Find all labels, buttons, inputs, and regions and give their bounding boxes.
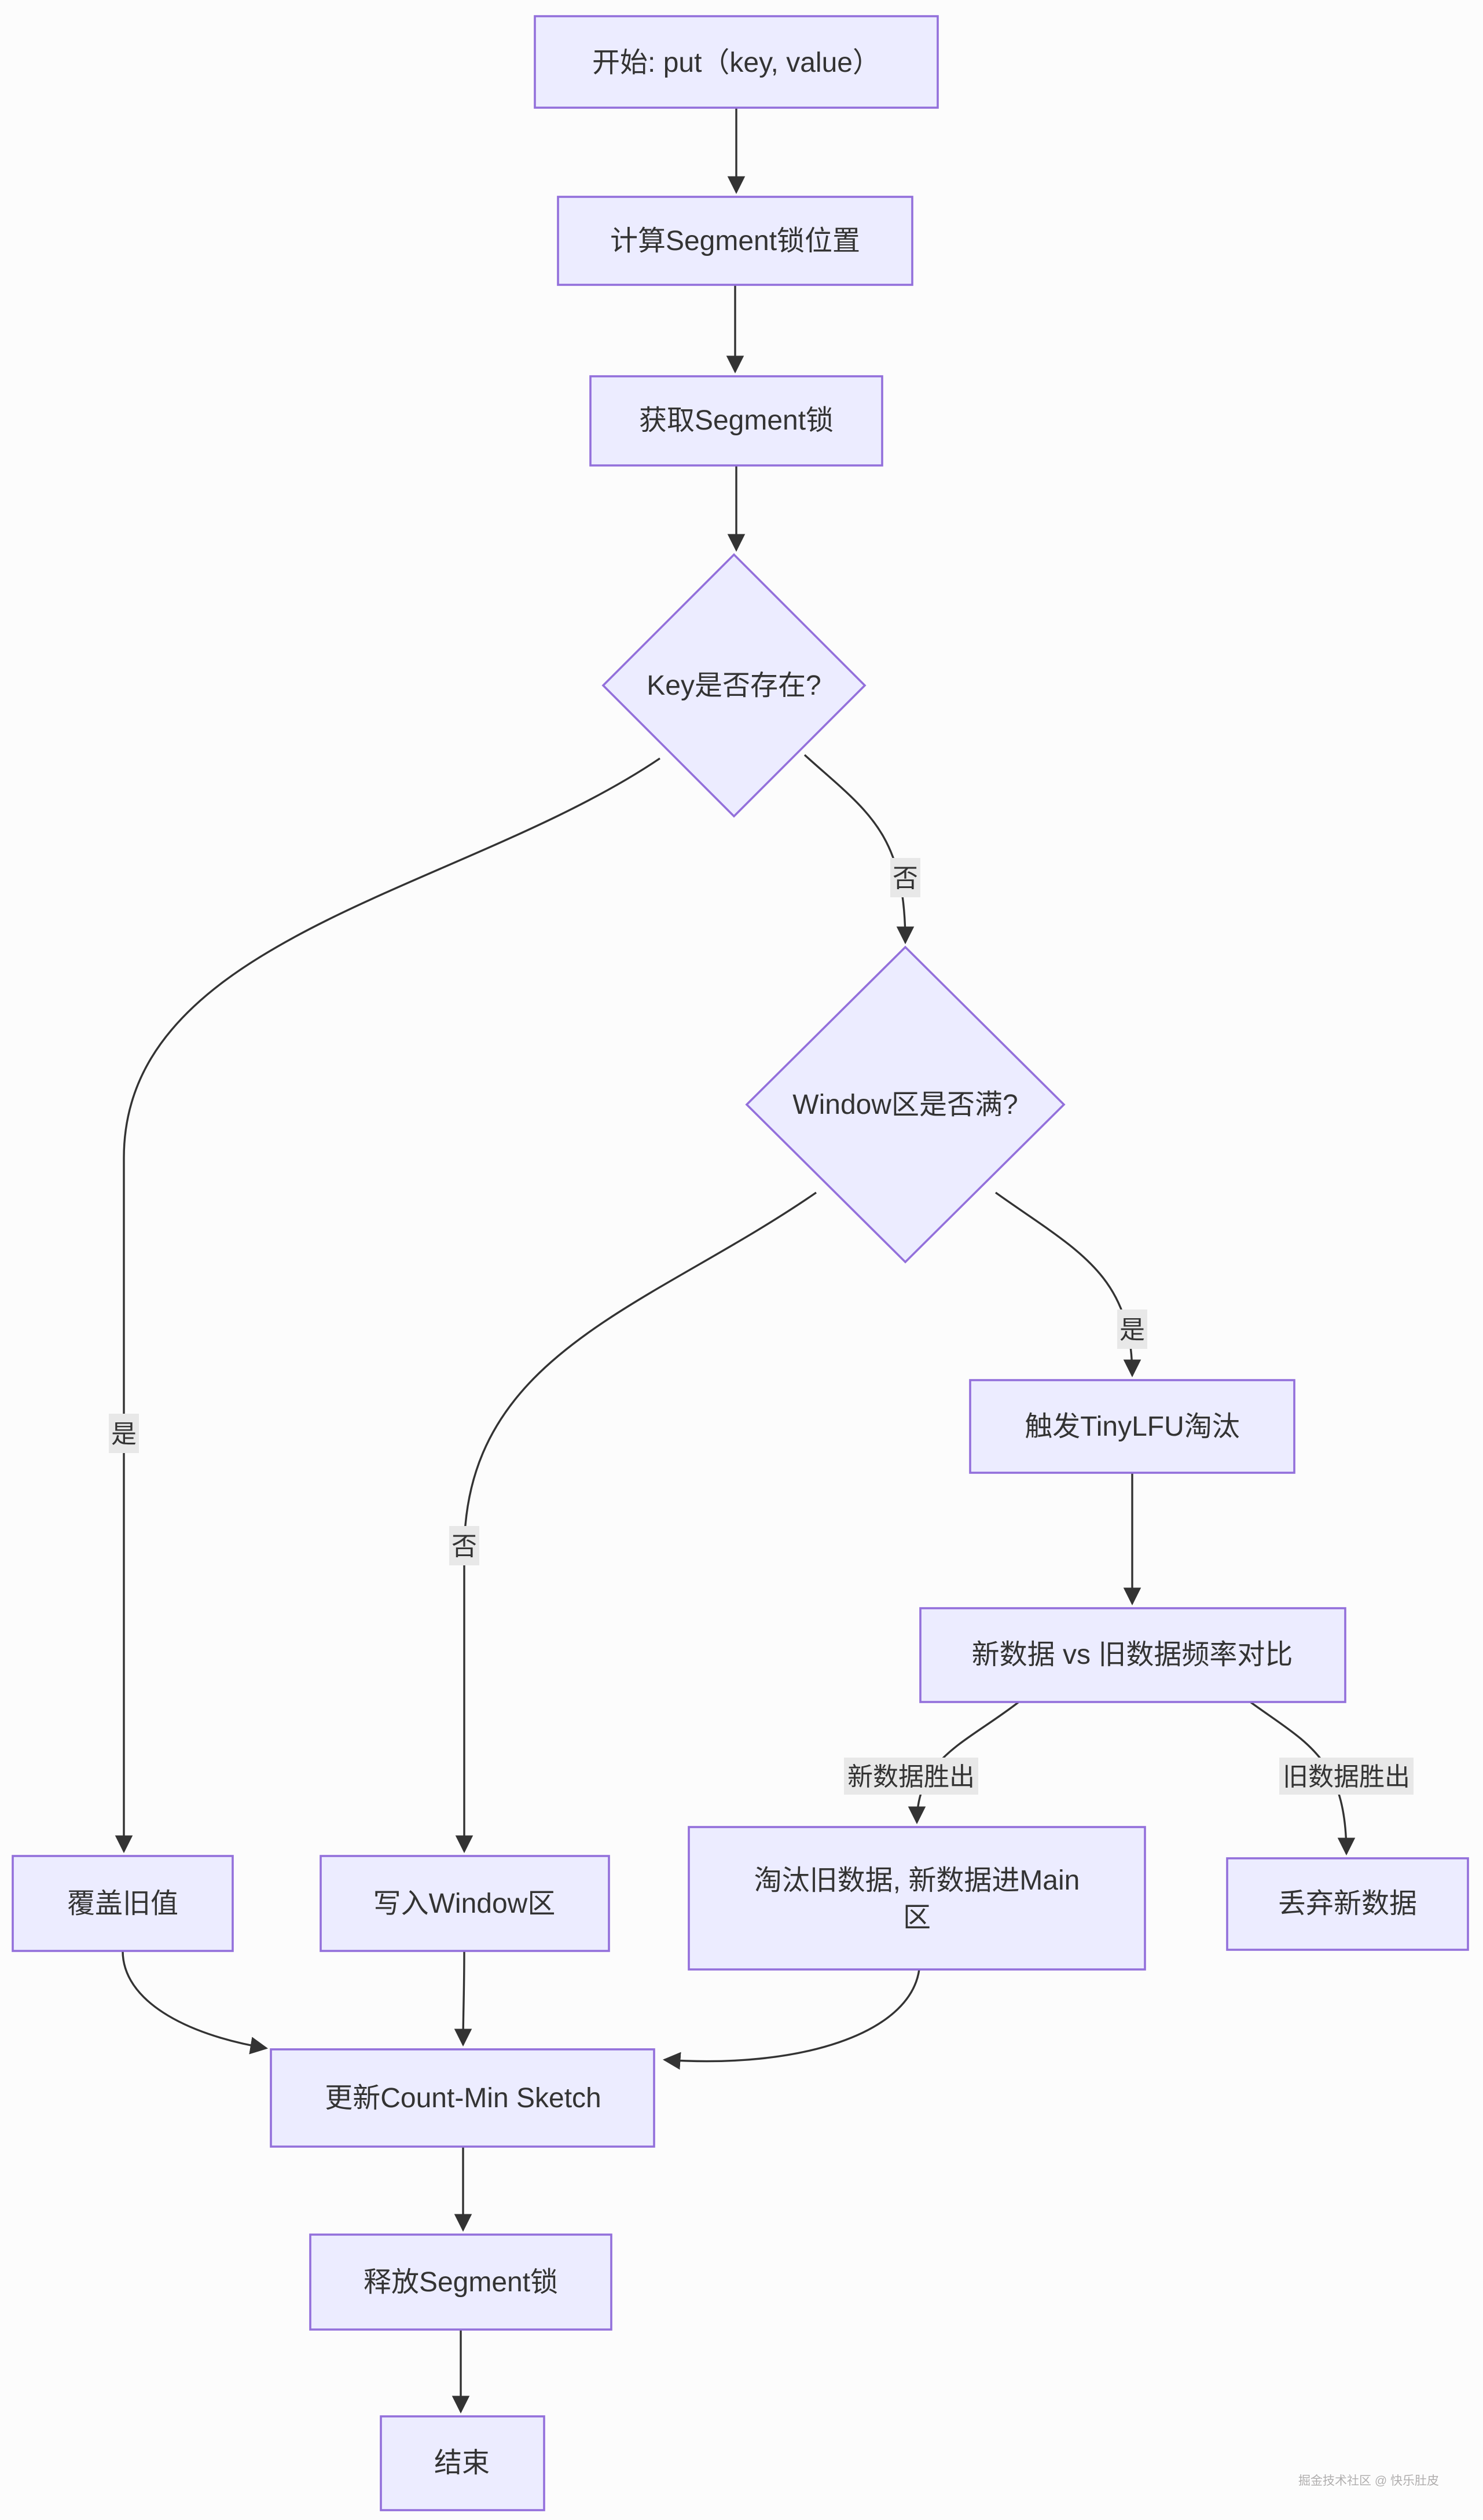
edge-label-text: 新数据胜出 <box>847 1763 975 1791</box>
node-acquire-lock-box <box>589 375 883 467</box>
node-trigger-tinylfu-box <box>969 1379 1295 1474</box>
edge-keyexists-yes-to-overwrite <box>115 757 660 1854</box>
node-evict-old: 淘汰旧数据, 新数据进Main 区 <box>688 1826 1146 1971</box>
node-freq-compare-label: 新数据 vs 旧数据频率对比 <box>972 1639 1293 1670</box>
node-end: 结束 <box>380 2415 545 2511</box>
node-key-exists-diamond <box>601 553 867 818</box>
edge-label-new-wins: 新数据胜出 <box>844 1758 978 1795</box>
node-evict-old-box <box>688 1826 1146 1971</box>
node-acquire-lock-label: 获取Segment锁 <box>639 405 834 436</box>
node-release-lock-label: 释放Segment锁 <box>364 2267 558 2298</box>
node-start-label: 开始: put（key, value） <box>592 47 880 78</box>
node-discard-new: 丢弃新数据 <box>1226 1857 1469 1951</box>
node-write-window-label: 写入Window区 <box>373 1888 556 1919</box>
node-key-exists-label: Key是否存在? <box>647 670 821 701</box>
node-overwrite: 覆盖旧值 <box>12 1855 234 1952</box>
node-calc-segment-box <box>557 196 913 286</box>
node-window-full-label: Window区是否满? <box>792 1090 1018 1120</box>
edge-freqcompare-oldwins-to-discard <box>1249 1701 1356 1856</box>
node-trigger-tinylfu-label: 触发TinyLFU淘汰 <box>1025 1411 1240 1442</box>
edge-overwrite-to-update <box>122 1950 269 2055</box>
node-release-lock: 释放Segment锁 <box>309 2233 612 2331</box>
node-start: 开始: put（key, value） <box>534 15 939 109</box>
edge-freqcompare-newwins-to-evictold <box>908 1701 1020 1825</box>
edge-label-text: 是 <box>111 1420 137 1448</box>
edge-label-key-exists-yes: 是 <box>109 1414 139 1453</box>
nodes: 开始: put（key, value） 计算Segment锁位置 获取Segme… <box>12 15 1469 2511</box>
node-evict-old-label-line2: 区 <box>903 1902 931 1933</box>
node-overwrite-label: 覆盖旧值 <box>67 1888 178 1919</box>
edge-label-bg <box>109 1414 139 1453</box>
node-start-box <box>534 15 939 109</box>
edge-labels: 否 是 否 是 新数据胜出 旧数据胜出 <box>109 858 1414 1795</box>
node-discard-new-label: 丢弃新数据 <box>1278 1888 1417 1919</box>
node-evict-old-label-line1: 淘汰旧数据, 新数据进Main <box>754 1865 1080 1896</box>
edge-label-bg <box>1117 1309 1147 1349</box>
node-end-box <box>380 2415 545 2511</box>
node-update-sketch: 更新Count-Min Sketch <box>270 2048 655 2148</box>
edge-label-window-full-no: 否 <box>449 1526 479 1565</box>
edge-label-key-exists-no: 否 <box>890 858 920 897</box>
edge-label-text: 否 <box>893 864 918 893</box>
edge-label-old-wins: 旧数据胜出 <box>1279 1758 1414 1795</box>
edge-writewindow-to-update <box>454 1950 472 2047</box>
node-key-exists: Key是否存在? <box>601 553 867 818</box>
edge-windowfull-yes-to-trigger <box>995 1191 1141 1378</box>
node-freq-compare: 新数据 vs 旧数据频率对比 <box>919 1607 1346 1703</box>
edge-label-bg <box>890 858 920 897</box>
node-end-label: 结束 <box>434 2448 490 2478</box>
node-calc-segment: 计算Segment锁位置 <box>557 196 913 286</box>
edge-label-bg <box>1279 1758 1414 1795</box>
node-write-window: 写入Window区 <box>320 1855 610 1952</box>
edge-label-text: 是 <box>1119 1316 1145 1344</box>
node-calc-segment-label: 计算Segment锁位置 <box>610 226 860 256</box>
edge-label-text: 否 <box>451 1532 477 1561</box>
edge-keyexists-no-to-windowfull <box>803 754 915 945</box>
node-overwrite-box <box>12 1855 234 1952</box>
edges <box>115 108 1356 2414</box>
node-update-sketch-box <box>270 2048 655 2148</box>
node-window-full-diamond <box>745 945 1066 1264</box>
edge-windowfull-no-to-writewindow <box>455 1191 817 1854</box>
edge-label-window-full-yes: 是 <box>1117 1309 1147 1349</box>
node-release-lock-box <box>309 2233 612 2331</box>
edge-label-text: 旧数据胜出 <box>1283 1763 1410 1791</box>
node-acquire-lock: 获取Segment锁 <box>589 375 883 467</box>
node-trigger-tinylfu: 触发TinyLFU淘汰 <box>969 1379 1295 1474</box>
edge-label-bg <box>449 1526 479 1565</box>
edge-evictold-to-update <box>662 1969 920 2070</box>
node-update-sketch-label: 更新Count-Min Sketch <box>325 2083 601 2114</box>
watermark: 掘金技术社区 @ 快乐肚皮 <box>1298 2474 1439 2488</box>
node-window-full: Window区是否满? <box>745 945 1066 1264</box>
node-discard-new-box <box>1226 1857 1469 1951</box>
node-write-window-box <box>320 1855 610 1952</box>
edge-label-bg <box>844 1758 978 1795</box>
node-freq-compare-box <box>919 1607 1346 1703</box>
